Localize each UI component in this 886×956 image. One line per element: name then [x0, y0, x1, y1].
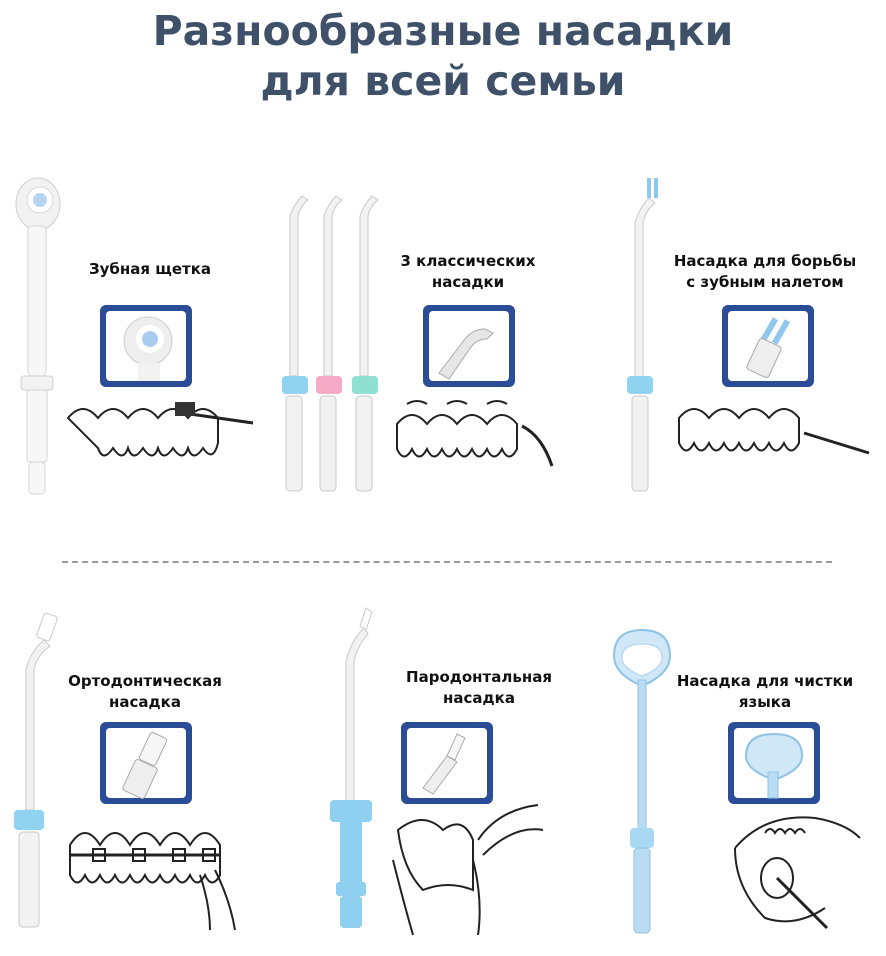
tongue-cleaner-nozzle-image [612, 628, 672, 934]
teeth-illustration [66, 402, 254, 457]
nozzle-label-plaque: Насадка для борьбы с зубным налетом [673, 252, 857, 291]
periodontal-nozzle-image [330, 607, 373, 928]
plaque-brush-tip-icon [722, 305, 814, 387]
classic-nozzles-image [282, 195, 379, 492]
gum-illustration [392, 804, 544, 936]
page-title: Разнообразные насадки для всей семьи [0, 6, 886, 106]
toothbrush-head-icon [100, 305, 192, 387]
section-divider [62, 561, 832, 563]
nozzle-label-periodontal: Пародонтальная насадка [406, 668, 552, 707]
toothbrush-nozzle-image [15, 177, 61, 495]
page-title-line-2: для всей семьи [260, 57, 626, 105]
orthodontic-tip-icon [100, 722, 192, 804]
nozzle-label-toothbrush: Зубная щетка [89, 260, 211, 278]
teeth-illustration [678, 408, 870, 455]
classic-jet-tip-icon [423, 305, 515, 387]
orthodontic-nozzle-image [14, 612, 58, 928]
braces-illustration [69, 832, 236, 931]
periodontal-tip-icon [401, 722, 493, 804]
tongue-cleaner-icon [728, 722, 820, 804]
plaque-nozzle-image [627, 178, 658, 492]
nozzle-label-tongue: Насадка для чистки языка [676, 672, 854, 711]
teeth-illustration [396, 400, 554, 467]
nozzle-label-orthodontic: Ортодонтическая насадка [68, 672, 222, 711]
nozzle-label-classic: 3 классических насадки [400, 252, 536, 291]
page-title-line-1: Разнообразные насадки [152, 7, 734, 55]
tongue-illustration [734, 816, 861, 930]
